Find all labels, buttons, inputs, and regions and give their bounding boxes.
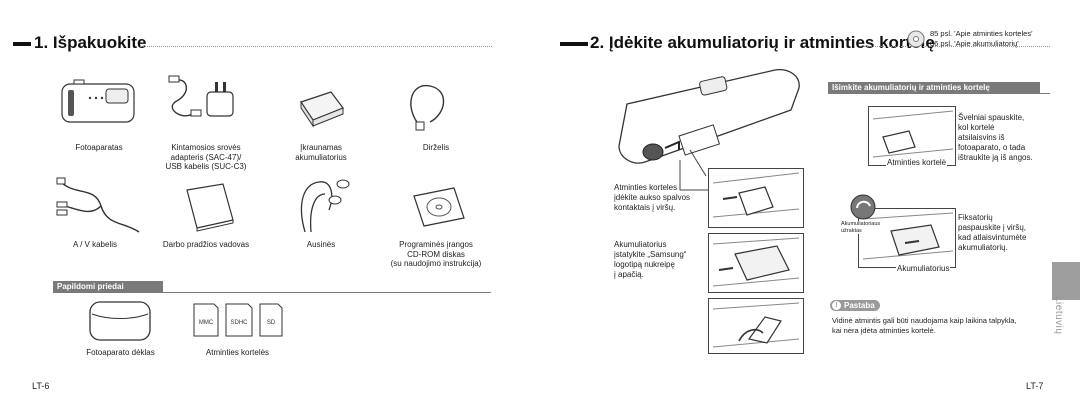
optional-accessories-label: Papildomi priedai <box>53 281 163 293</box>
insert-card-text: Atminties korteles įdėkite aukso spalvos… <box>614 183 691 212</box>
right-heading-rule <box>864 46 1050 47</box>
remove-section-label: Išimkite akumuliatorių ir atminties kort… <box>828 82 1040 94</box>
remove-card-drawing <box>872 110 954 158</box>
left-page-number: LT-6 <box>32 381 50 391</box>
right-heading-bar <box>560 42 588 46</box>
earphones-illustration <box>300 179 350 233</box>
strap-caption: Dirželis <box>422 143 450 152</box>
battery-illustration <box>300 91 344 128</box>
remove-card-text: Švelniai spauskite, kol kortelė atsilais… <box>958 113 1033 162</box>
memory-cards-illustration: MMC SDHC SD <box>193 303 283 337</box>
insert-card-figure <box>708 168 804 228</box>
remove-section-rule <box>1040 93 1050 94</box>
insert-card-drawing <box>712 172 800 218</box>
remove-battery-text: Fiksatorių paspauskite į viršų, kad atla… <box>958 213 1027 252</box>
mmc-card-label: MMC <box>199 320 214 326</box>
note-text: Vidinė atmintis gali būti naudojama kaip… <box>832 316 1017 335</box>
camera-case-illustration <box>89 301 151 341</box>
battery-lock-icon <box>850 194 876 220</box>
close-cover-drawing <box>712 302 800 348</box>
memory-cards-caption: Atminties kortelės <box>205 348 270 357</box>
right-page-title: 2. Įdėkite akumuliatorių ir atminties ko… <box>590 33 935 52</box>
left-heading-bar <box>13 42 31 46</box>
av-cable-caption: A / V kabelis <box>72 240 118 249</box>
camera-bottom-illustration <box>618 69 800 164</box>
note-badge <box>830 300 880 311</box>
camera-caption: Fotoaparatas <box>75 143 123 152</box>
av-cable-illustration <box>56 177 140 233</box>
battery-lock-label: Akumuliatoriaus užraktas <box>840 221 882 234</box>
language-tab-label: Lietuvių <box>1053 296 1064 335</box>
remove-battery-drawing <box>862 212 954 260</box>
remove-battery-figure <box>858 208 956 268</box>
remove-card-caption: Atminties kortelė <box>886 158 948 168</box>
earphones-caption: Ausinės <box>306 240 336 249</box>
remove-card-figure <box>868 106 956 166</box>
camera-illustration <box>61 79 135 123</box>
callout-lines <box>679 149 708 191</box>
insert-battery-figure <box>708 233 804 293</box>
note-label: Pastaba <box>844 301 875 310</box>
insert-battery-drawing <box>712 237 800 287</box>
right-page-number: LT-7 <box>1026 381 1044 391</box>
remove-battery-caption: Akumuliatorius <box>896 264 951 274</box>
strap-illustration <box>410 85 445 131</box>
insert-battery-text: Akumuliatorius įstatykite „Samsung“ logo… <box>614 240 687 279</box>
close-cover-figure <box>708 298 804 354</box>
adapter-usb-illustration <box>168 75 234 117</box>
manual-illustration <box>186 183 234 232</box>
optional-accessories-rule <box>163 292 491 293</box>
left-heading-rule <box>140 46 492 47</box>
manual-caption: Darbo pradžios vadovas <box>162 240 250 249</box>
left-page-title: 1. Išpakuokite <box>34 33 147 52</box>
camera-case-caption: Fotoaparato dėklas <box>86 348 155 357</box>
note-icon: ! <box>832 301 841 310</box>
cdrom-illustration <box>413 187 465 227</box>
page-references: 85 psl. 'Apie atminties korteles' 86 psl… <box>930 29 1033 48</box>
language-tab <box>1052 262 1080 300</box>
sd-card-label: SD <box>267 320 276 326</box>
cd-reference-icon <box>907 30 925 48</box>
sdhc-card-label: SDHC <box>230 320 248 326</box>
